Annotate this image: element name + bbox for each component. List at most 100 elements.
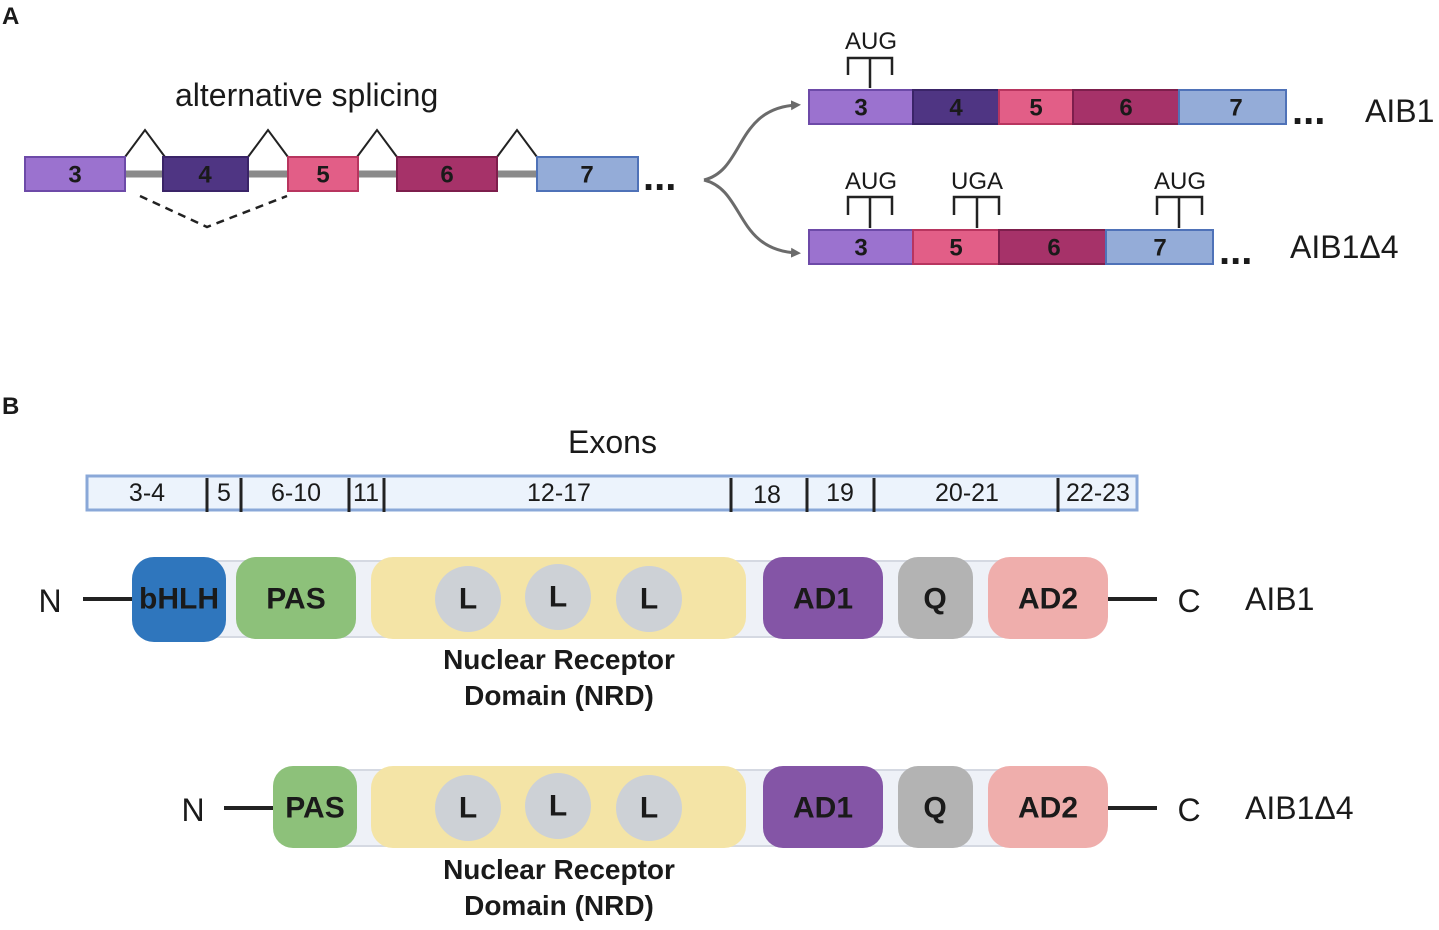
domain-label: L <box>459 792 477 825</box>
splice-junction <box>356 128 398 158</box>
exon-number: 6 <box>1119 95 1132 122</box>
domain-label: L <box>640 792 658 825</box>
gene-exon: 6 <box>396 156 498 192</box>
panel-label-b: B <box>2 393 19 420</box>
domain-label: L <box>459 583 477 616</box>
gene-exon: 7 <box>536 156 639 192</box>
domain-ad2 <box>988 557 1108 639</box>
nrd-label: Nuclear Receptor <box>443 854 675 885</box>
domain-label: AD2 <box>1018 792 1078 825</box>
panel-label-a: A <box>2 3 19 30</box>
isoform-name: AIB1 <box>1365 93 1434 129</box>
domain-label: PAS <box>266 583 325 616</box>
domain-ad1 <box>763 766 883 848</box>
ellipsis: ... <box>643 155 676 199</box>
exon-number: 3 <box>854 235 867 262</box>
splicing-title: alternative splicing <box>175 77 438 113</box>
exon-segment-label: 18 <box>753 481 781 509</box>
exon-segment-label: 20-21 <box>935 479 999 507</box>
lxxll-motif <box>435 566 501 632</box>
domain-bhlh <box>132 557 226 642</box>
codon-bracket <box>846 56 894 88</box>
exons-title: Exons <box>568 424 657 460</box>
isoform-aib1-delta4: AUG UGA AUG 3 5 6 7 ... AIB1Δ4 <box>808 168 1399 273</box>
splice-junction <box>496 128 538 158</box>
exon-number: 7 <box>580 162 593 189</box>
domain-label: AD1 <box>793 583 853 616</box>
domain-pas <box>236 557 356 639</box>
protein-name: AIB1Δ4 <box>1245 790 1354 826</box>
domain-label: L <box>640 583 658 616</box>
gene-exon: 5 <box>287 156 359 192</box>
exon-segment-label: 5 <box>217 479 231 507</box>
domain-label: bHLH <box>139 583 219 616</box>
protein-aib1-delta4: N C PAS L L L AD1 Q AD2 Nuclear Receptor… <box>181 766 1354 921</box>
exon-map: 3-4 5 6-10 11 12-17 18 19 20-21 22-23 <box>85 474 1139 512</box>
lxxll-motif <box>435 775 501 841</box>
lxxll-motif <box>616 775 682 841</box>
start-codon-label: AUG <box>845 28 897 55</box>
codon-bracket <box>846 195 894 228</box>
codon-bracket <box>952 195 1001 228</box>
exon-segment-label: 19 <box>826 479 854 507</box>
nrd-label: Nuclear Receptor <box>443 644 675 675</box>
exon-number: 6 <box>1047 235 1060 262</box>
domain-label: PAS <box>285 792 344 825</box>
c-terminus: C <box>1177 792 1200 828</box>
splice-junction <box>124 128 166 158</box>
domain-label: L <box>549 581 567 614</box>
exon-number: 3 <box>68 162 81 189</box>
exon-segment-label: 12-17 <box>527 479 591 507</box>
exon-number: 3 <box>854 95 867 122</box>
domain-label: AD1 <box>793 792 853 825</box>
domain-q <box>898 557 973 639</box>
domain-ad2 <box>988 766 1108 848</box>
gene-diagram: 3 4 5 6 7 ... <box>24 128 676 229</box>
exon-number: 6 <box>440 162 453 189</box>
domain-ad1 <box>763 557 883 639</box>
domain-pas <box>273 766 357 848</box>
domain-q <box>898 766 973 848</box>
lxxll-motif <box>616 566 682 632</box>
exon-segment-label: 22-23 <box>1066 479 1130 507</box>
exon-number: 5 <box>949 235 962 262</box>
c-terminus: C <box>1177 583 1200 619</box>
nrd-label: Domain (NRD) <box>464 890 654 921</box>
splice-junction <box>247 128 289 158</box>
ellipsis: ... <box>1219 229 1252 273</box>
start-codon-label: AUG <box>845 168 897 195</box>
isoform-name: AIB1Δ4 <box>1290 229 1399 265</box>
exon-number: 4 <box>949 95 963 122</box>
exon-number: 7 <box>1153 235 1166 262</box>
start-codon-label: AUG <box>1154 168 1206 195</box>
codon-bracket <box>1155 195 1204 228</box>
exon-segment-label: 11 <box>353 479 379 507</box>
exon-skip-junction <box>139 194 288 229</box>
lxxll-motif <box>525 773 591 839</box>
ellipsis: ... <box>1292 89 1325 133</box>
protein-aib1: N C bHLH PAS L L L AD1 Q AD2 Nuclear Rec… <box>38 557 1314 711</box>
exon-number: 5 <box>316 162 329 189</box>
domain-label: Q <box>923 583 946 616</box>
splice-arrows <box>703 100 801 258</box>
arrow-to-aib1 <box>703 100 801 182</box>
nrd-label: Domain (NRD) <box>464 680 654 711</box>
gene-exon: 3 <box>24 156 126 192</box>
domain-label: L <box>549 790 567 823</box>
n-terminus: N <box>38 583 61 619</box>
stop-codon-label: UGA <box>951 168 1003 195</box>
exon-segment-label: 3-4 <box>129 479 165 507</box>
exon-number: 5 <box>1029 95 1042 122</box>
n-terminus: N <box>181 792 204 828</box>
exon-number: 7 <box>1229 95 1242 122</box>
domain-label: AD2 <box>1018 583 1078 616</box>
exon-segment-label: 6-10 <box>271 479 321 507</box>
arrow-to-aib1d4 <box>703 178 801 258</box>
protein-name: AIB1 <box>1245 581 1314 617</box>
gene-exon: 4 <box>162 156 249 192</box>
exon-number: 4 <box>198 162 212 189</box>
domain-label: Q <box>923 792 946 825</box>
isoform-aib1: AUG 3 4 5 6 7 ... AIB1 <box>808 28 1434 133</box>
lxxll-motif <box>525 564 591 630</box>
